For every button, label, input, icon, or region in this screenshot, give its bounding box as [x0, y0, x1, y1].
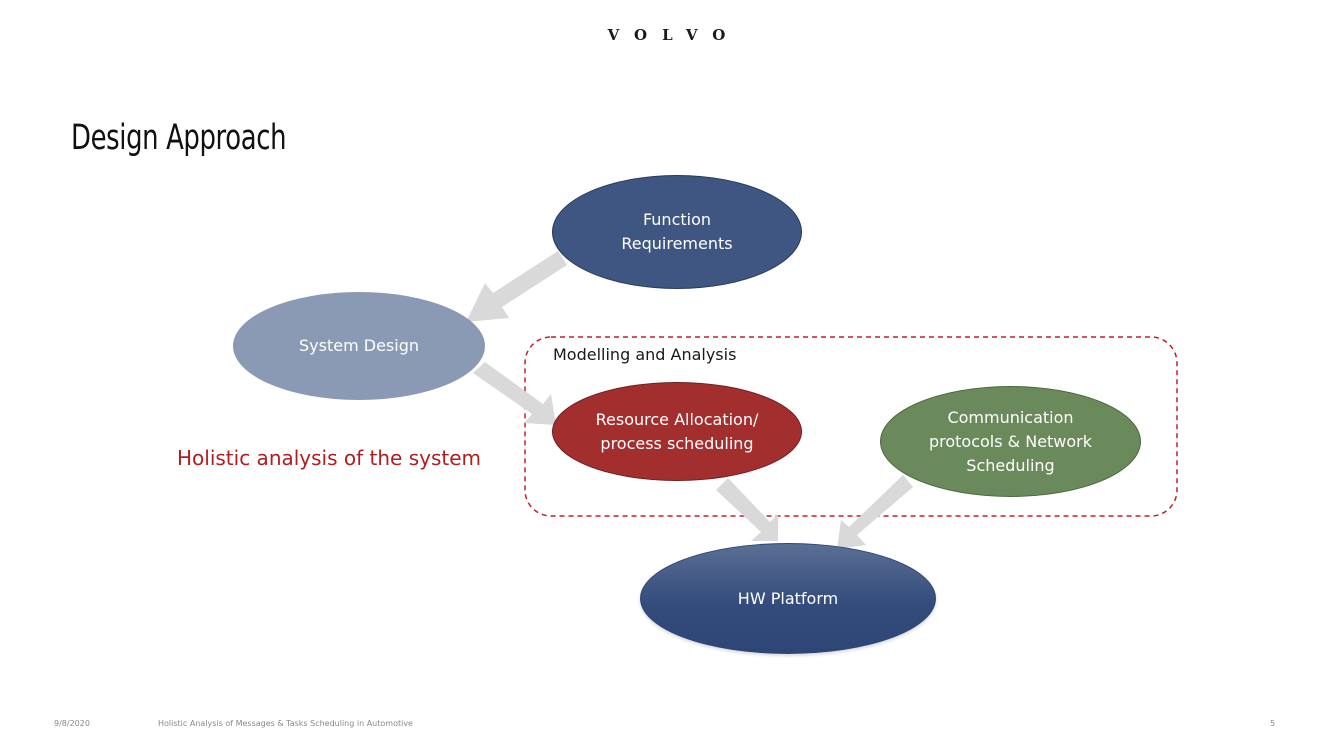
footer-page-number: 5	[1270, 719, 1276, 728]
modelling-analysis-group-border	[524, 336, 1178, 517]
modelling-analysis-label: Modelling and Analysis	[553, 345, 737, 364]
footer-date: 9/8/2020	[54, 719, 90, 728]
function-requirements-label: Function Requirements	[621, 210, 733, 253]
arrow-communication-to-hw	[837, 475, 913, 549]
hw-platform-node: HW Platform	[640, 543, 936, 654]
communication-node: Communication protocols & Network Schedu…	[880, 386, 1141, 497]
arrow-system-to-resource	[473, 362, 556, 425]
arrow-resource-to-hw	[716, 478, 778, 541]
hw-platform-label: HW Platform	[737, 588, 839, 608]
arrow-function-to-system	[466, 251, 567, 322]
slide-title: Design Approach	[71, 118, 287, 158]
footer-presentation-title: Holistic Analysis of Messages & Tasks Sc…	[158, 719, 413, 728]
function-requirements-node: Function Requirements	[552, 175, 802, 289]
system-design-label: System Design	[299, 336, 419, 355]
resource-allocation-node: Resource Allocation/ process scheduling	[552, 382, 802, 481]
holistic-analysis-note: Holistic analysis of the system	[177, 446, 482, 470]
communication-label: Communication protocols & Network Schedu…	[928, 407, 1093, 475]
system-design-node: System Design	[233, 292, 485, 400]
resource-allocation-label: Resource Allocation/ process scheduling	[595, 409, 759, 453]
volvo-logo: VOLVO	[607, 26, 741, 44]
